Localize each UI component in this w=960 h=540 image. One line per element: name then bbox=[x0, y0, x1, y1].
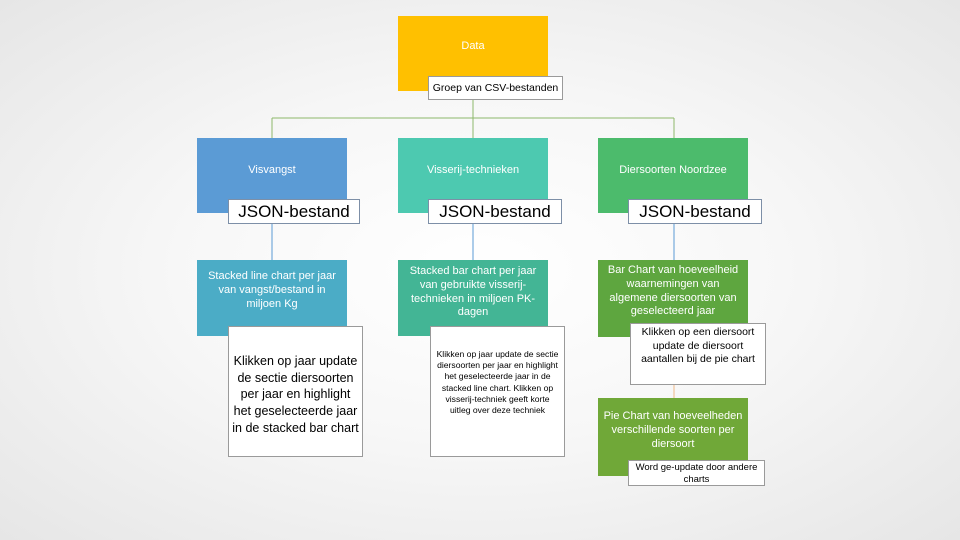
pie-chart-node-text: Pie Chart van hoeveelheden verschillende… bbox=[603, 410, 743, 450]
technieken-json-label-text: JSON-bestand bbox=[439, 201, 551, 221]
diersoorten-bar-chart-node-text: Bar Chart van hoeveelheid waarnemingen v… bbox=[607, 264, 739, 318]
csv-group-label-text: Groep van CSV-bestanden bbox=[432, 82, 559, 94]
visvangst-json-label-text: JSON-bestand bbox=[238, 201, 350, 221]
pie-chart-note-text: Word ge-update door andere charts bbox=[635, 462, 758, 485]
diersoorten-bar-chart-note-text: Klikken op een diersoort update de diers… bbox=[641, 326, 755, 366]
line-chart-node: Stacked line chart per jaar van vangst/b… bbox=[197, 260, 347, 336]
diersoorten-json-label-text: JSON-bestand bbox=[639, 201, 751, 221]
technieken-bar-chart-node-text: Stacked bar chart per jaar van gebruikte… bbox=[409, 265, 537, 319]
technieken-bar-chart-node: Stacked bar chart per jaar van gebruikte… bbox=[398, 260, 548, 336]
line-chart-node-text: Stacked line chart per jaar van vangst/b… bbox=[208, 270, 336, 310]
diersoorten-node-title: Diersoorten Noordzee bbox=[619, 163, 727, 176]
diersoorten-json-label: JSON-bestand bbox=[628, 199, 762, 224]
technieken-json-label: JSON-bestand bbox=[428, 199, 562, 224]
pie-chart-note: Word ge-update door andere charts bbox=[628, 460, 765, 486]
technieken-node-title: Visserij-technieken bbox=[426, 163, 520, 176]
line-chart-note-text: Klikken op jaar update de sectie diersoo… bbox=[232, 354, 359, 435]
visvangst-node-title: Visvangst bbox=[248, 163, 296, 176]
data-node-title: Data bbox=[461, 39, 485, 52]
csv-group-label: Groep van CSV-bestanden bbox=[428, 76, 563, 100]
line-chart-note: Klikken op jaar update de sectie diersoo… bbox=[228, 326, 363, 457]
diersoorten-bar-chart-note: Klikken op een diersoort update de diers… bbox=[630, 323, 766, 385]
technieken-bar-chart-note: Klikken op jaar update de sectie diersoo… bbox=[430, 326, 565, 457]
visvangst-json-label: JSON-bestand bbox=[228, 199, 360, 224]
technieken-bar-chart-note-text: Klikken op jaar update de sectie diersoo… bbox=[436, 349, 559, 415]
